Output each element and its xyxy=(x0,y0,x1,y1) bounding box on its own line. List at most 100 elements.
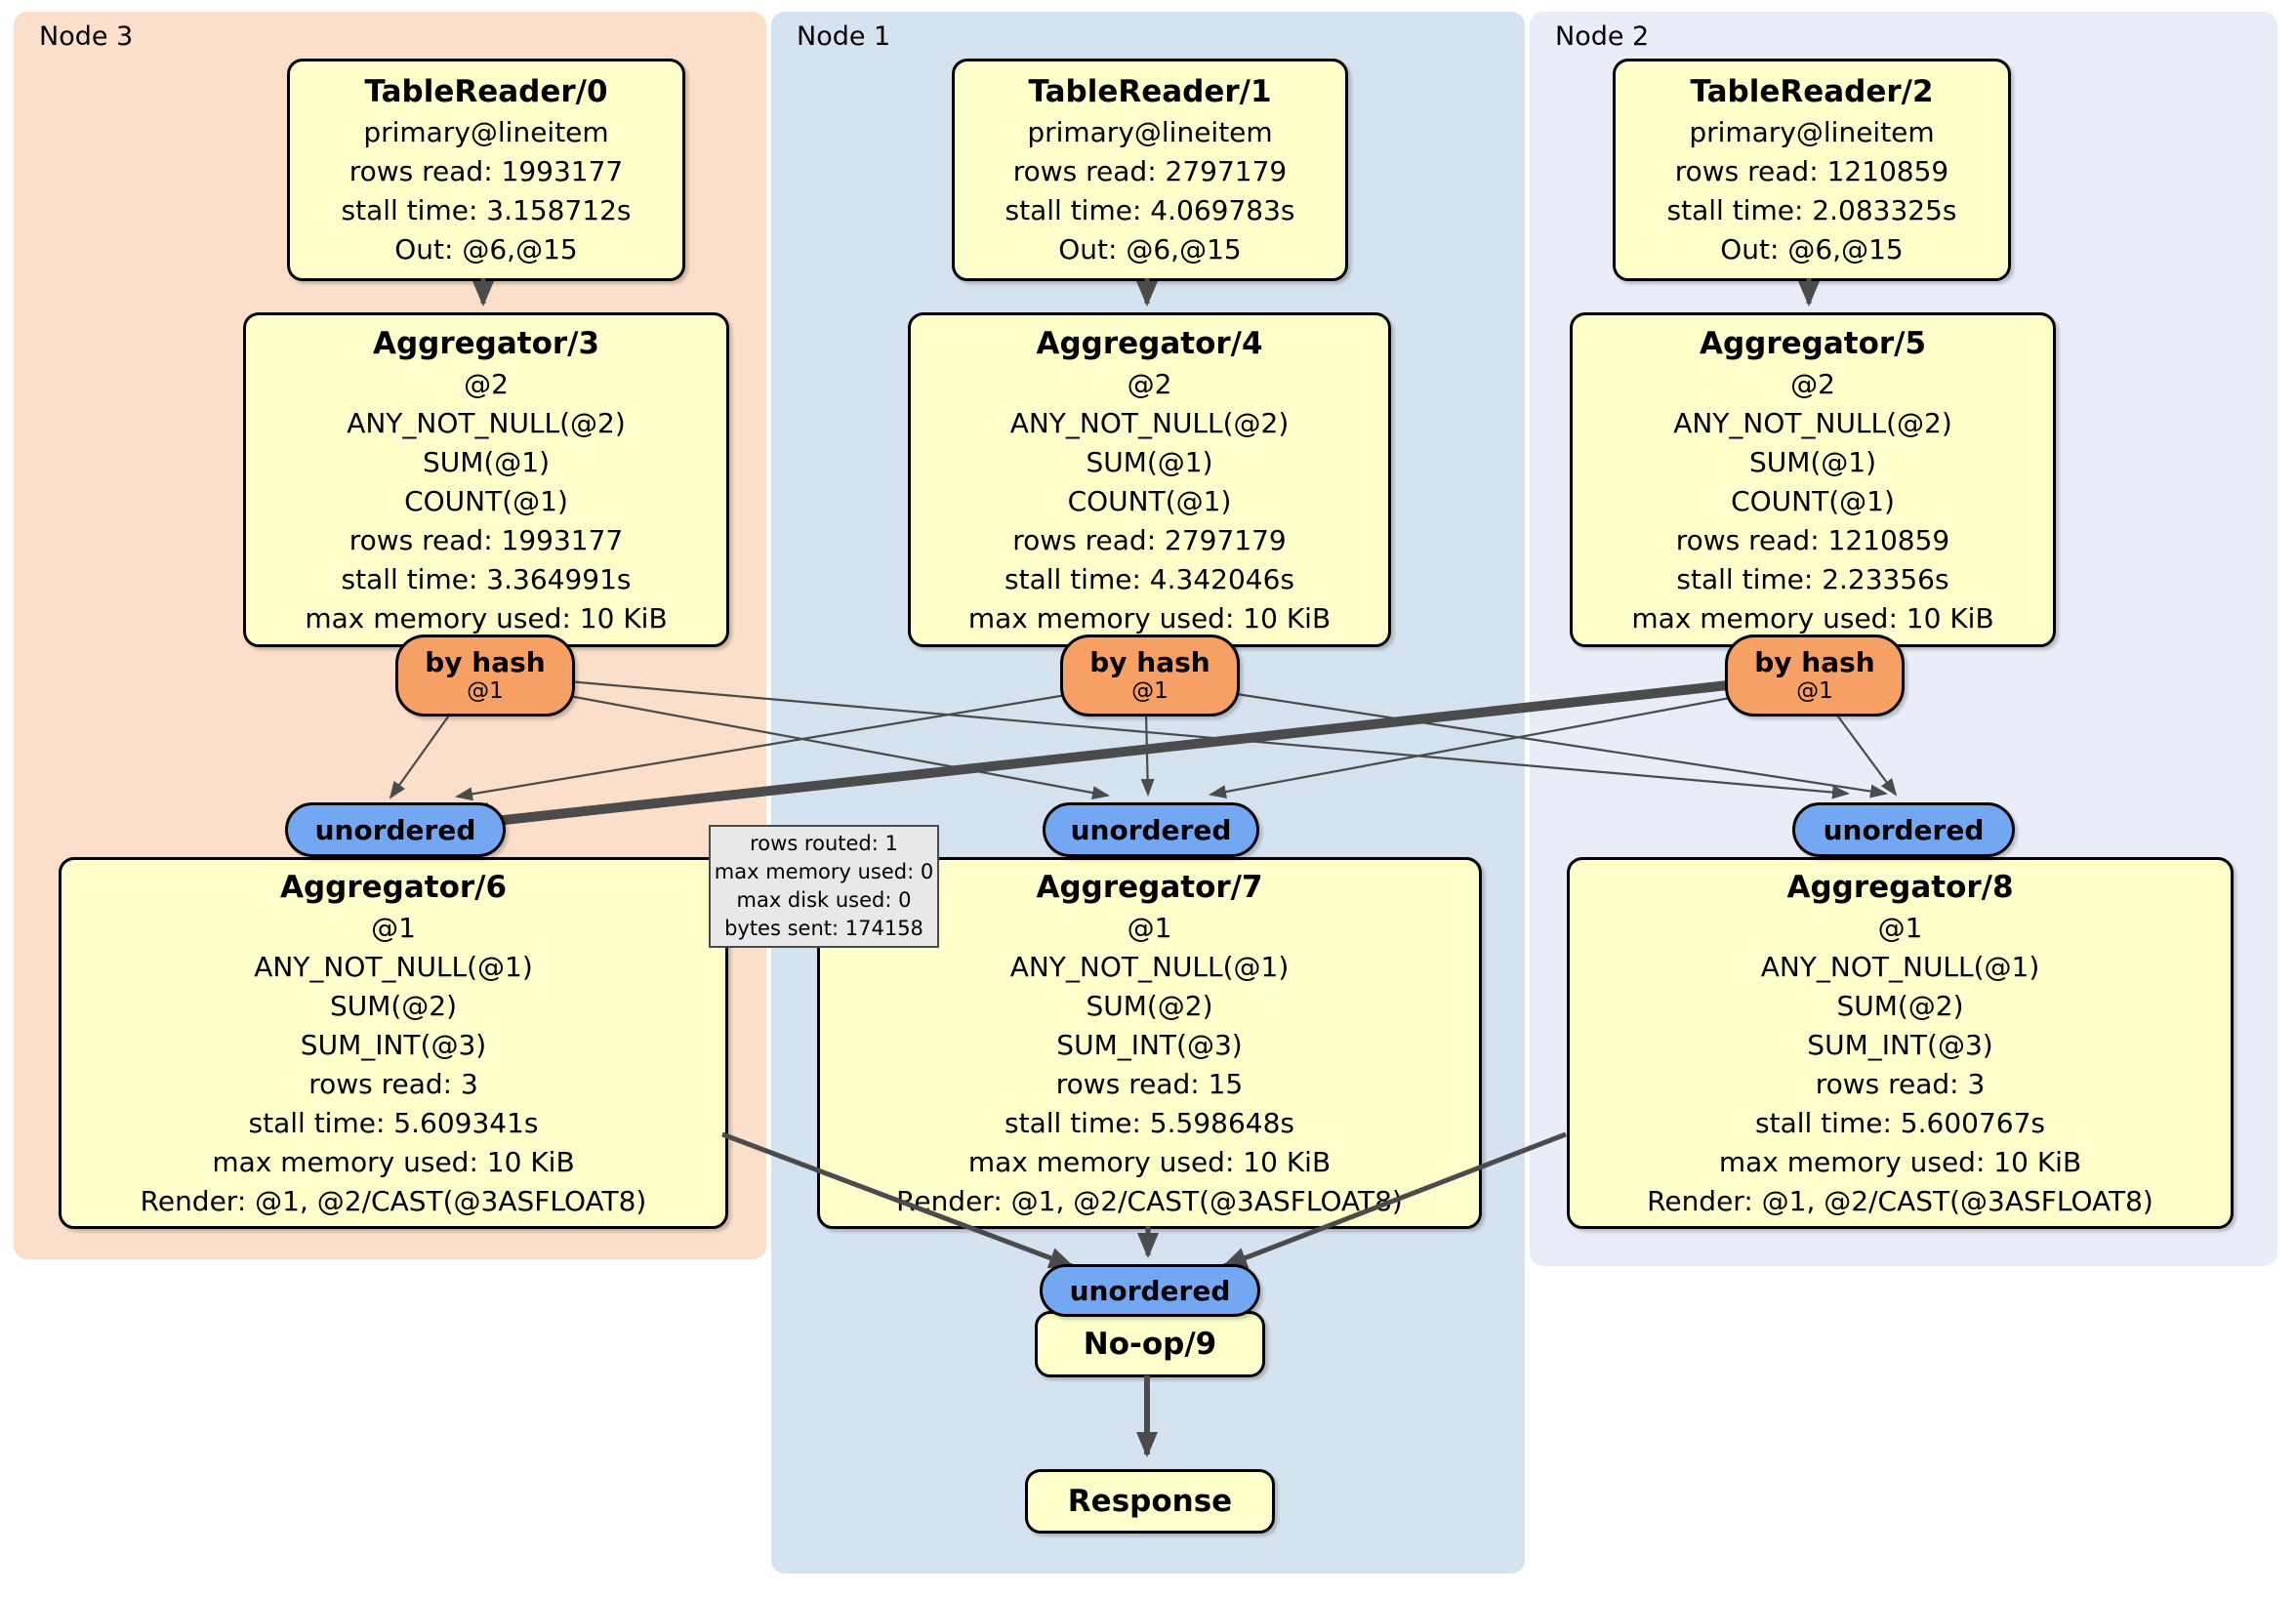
unordered-sync-final: unordered xyxy=(1040,1264,1260,1317)
processor-title: Aggregator/5 xyxy=(1699,325,1927,361)
unordered-sync-node2: unordered xyxy=(1792,802,2015,857)
processor-title: Aggregator/7 xyxy=(1036,869,1263,905)
stat-line: stall time: 2.23356s xyxy=(1676,562,1949,595)
stat-line: @1 xyxy=(1127,911,1172,944)
stat-line: ANY_NOT_NULL(@2) xyxy=(1673,406,1952,439)
stat-line: stall time: 5.600767s xyxy=(1755,1106,2045,1139)
stat-line: max memory used: 10 KiB xyxy=(967,1145,1332,1178)
hash-router-label: by hash xyxy=(1754,646,1875,678)
stat-line: Render: @1, @2/CAST(@3ASFLOAT8) xyxy=(896,1184,1403,1217)
stat-line: SUM_INT(@3) xyxy=(1807,1028,1993,1061)
stat-line: SUM_INT(@3) xyxy=(300,1028,487,1061)
stat-line: Out: @6,@15 xyxy=(394,233,578,266)
stat-line: SUM(@2) xyxy=(1836,989,1964,1022)
processor-title: TableReader/0 xyxy=(364,74,608,109)
hash-router-label: by hash xyxy=(1089,646,1210,678)
processor-title: TableReader/1 xyxy=(1028,74,1272,109)
hash-router-key: @1 xyxy=(1131,678,1168,704)
stat-line: stall time: 4.069783s xyxy=(1004,194,1295,226)
stat-line: max memory used: 10 KiB xyxy=(212,1145,575,1178)
stat-line: bytes sent: 174158 xyxy=(724,917,923,940)
processor-title: No-op/9 xyxy=(1083,1327,1217,1362)
stat-line: rows routed: 1 xyxy=(750,832,898,855)
stat-line: rows read: 1210859 xyxy=(1675,523,1950,556)
stat-line: Render: @1, @2/CAST(@3ASFLOAT8) xyxy=(140,1184,647,1217)
unordered-sync-label: unordered xyxy=(1823,813,1985,846)
stat-line: @2 xyxy=(1790,367,1835,400)
node-2-label: Node 2 xyxy=(1555,21,1650,52)
stat-line: rows read: 15 xyxy=(1055,1067,1244,1100)
unordered-sync-node3: unordered xyxy=(285,802,506,857)
node-3-label: Node 3 xyxy=(39,21,134,52)
hash-router-node1: by hash @1 xyxy=(1060,635,1240,717)
stat-line: stall time: 4.342046s xyxy=(1004,562,1294,595)
unordered-sync-label: unordered xyxy=(314,813,476,846)
stat-line: COUNT(@1) xyxy=(1067,484,1232,517)
stat-line: COUNT(@1) xyxy=(404,484,568,517)
response-box: Response xyxy=(1025,1469,1275,1534)
stat-line: SUM(@1) xyxy=(1086,445,1213,478)
stat-line: stall time: 3.158712s xyxy=(341,194,632,226)
stat-line: rows read: 1993177 xyxy=(348,523,624,556)
stat-line: rows read: 1210859 xyxy=(1674,155,1949,187)
stat-line: ANY_NOT_NULL(@1) xyxy=(254,950,533,983)
stat-line: max memory used: 10 KiB xyxy=(1631,601,1994,635)
stat-line: ANY_NOT_NULL(@1) xyxy=(1009,950,1290,983)
processor-title: Aggregator/6 xyxy=(279,869,508,905)
unordered-sync-label: unordered xyxy=(1070,813,1232,846)
stat-line: primary@lineitem xyxy=(1689,116,1935,148)
stat-line: rows read: 3 xyxy=(1815,1067,1986,1100)
processor-title: Aggregator/3 xyxy=(372,325,600,361)
stat-line: rows read: 2797179 xyxy=(1012,523,1287,556)
hash-router-node2: by hash @1 xyxy=(1725,635,1905,717)
stat-line: SUM(@1) xyxy=(1748,445,1877,478)
stat-line: @1 xyxy=(1877,911,1923,944)
stat-line: max memory used: 0 xyxy=(714,860,934,883)
stat-line: stall time: 2.083325s xyxy=(1666,194,1957,226)
stat-line: @1 xyxy=(371,911,416,944)
stat-line: stall time: 5.609341s xyxy=(248,1106,539,1139)
stream-stats-tooltip: rows routed: 1 max memory used: 0 max disk… xyxy=(709,825,939,948)
stat-line: primary@lineitem xyxy=(363,116,609,148)
stat-line: primary@lineitem xyxy=(1027,116,1273,148)
stat-line: max memory used: 10 KiB xyxy=(305,601,668,635)
tooltip-stats: rows routed: 1 max memory used: 0 max disk… xyxy=(715,830,933,943)
hash-router-node3: by hash @1 xyxy=(395,635,575,717)
stat-line: @2 xyxy=(464,367,509,400)
noop-box: No-op/9 xyxy=(1035,1311,1265,1377)
stat-line: ANY_NOT_NULL(@2) xyxy=(347,406,626,439)
hash-router-label: by hash xyxy=(425,646,546,678)
stat-line: SUM(@2) xyxy=(329,989,458,1022)
stat-line: SUM_INT(@3) xyxy=(1056,1028,1243,1061)
processor-title: Aggregator/4 xyxy=(1036,325,1263,361)
unordered-sync-label: unordered xyxy=(1069,1274,1231,1307)
hash-router-key: @1 xyxy=(1796,678,1833,704)
node-1-label: Node 1 xyxy=(797,21,891,52)
stat-line: stall time: 5.598648s xyxy=(1004,1106,1294,1139)
stat-line: SUM(@2) xyxy=(1086,989,1213,1022)
stat-line: Out: @6,@15 xyxy=(1720,233,1904,266)
stat-line: COUNT(@1) xyxy=(1731,484,1895,517)
stat-line: max disk used: 0 xyxy=(736,888,912,912)
processor-stats: primary@lineitem rows read: 1210859 stall … xyxy=(1667,113,1957,269)
unordered-sync-node1: unordered xyxy=(1043,802,1259,857)
stat-line: Render: @1, @2/CAST(@3ASFLOAT8) xyxy=(1647,1184,2153,1217)
stat-line: Out: @6,@15 xyxy=(1058,233,1242,266)
stat-line: max memory used: 10 KiB xyxy=(967,601,1332,635)
processor-title: Response xyxy=(1067,1484,1233,1519)
